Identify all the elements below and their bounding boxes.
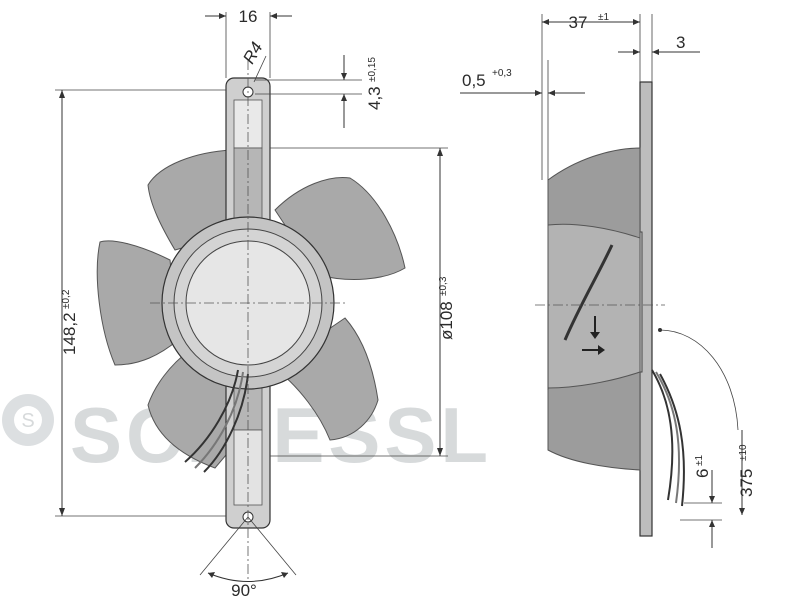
dim-wire-length-tol: ±10 [738, 444, 749, 461]
dim-width-top: 16 [205, 7, 292, 78]
dim-width-top-label: 16 [239, 7, 258, 26]
dim-gap-tol: +0,3 [492, 68, 512, 79]
dim-diameter-tol: ±0,3 [438, 276, 449, 296]
front-view: 16 R4 4,3 ±0,15 148,2 ± [55, 7, 456, 600]
dim-hole-offset-label: 4,3 [365, 86, 384, 110]
dim-radius: R4 [239, 39, 267, 83]
wire-bundle [184, 369, 249, 473]
rotation-arrow-icon [582, 316, 605, 355]
dim-angle-label: 90° [231, 581, 257, 600]
dim-angle: 90° [199, 516, 297, 600]
dim-wire-length: 375 ±10 [737, 430, 756, 515]
dim-wire-offset-tol: ±1 [694, 455, 705, 466]
dim-flange-label: 3 [676, 33, 685, 52]
dim-depth-label: 37 [569, 13, 588, 32]
dim-diameter: ø108 ±0,3 [270, 147, 456, 457]
dim-hole-offset-tol: ±0,15 [367, 57, 378, 82]
dim-diameter-label: ø108 [437, 301, 456, 340]
dim-depth: 37 ±1 [541, 12, 641, 180]
side-view: 37 ±1 3 0,5 +0,3 [460, 12, 756, 548]
side-wire-bundle [651, 369, 685, 507]
watermark: S SCHIESSL [2, 391, 492, 479]
dim-height-tol: ±0,2 [61, 289, 72, 309]
dim-hole-offset: 4,3 ±0,15 [255, 55, 384, 128]
dim-height-label: 148,2 [60, 312, 79, 355]
blade-left [96, 240, 179, 366]
watermark-logo-text: S [21, 410, 34, 432]
dim-depth-tol: ±1 [598, 12, 609, 23]
dim-wire-offset-label: 6 [693, 469, 712, 478]
dim-flange: 3 [618, 14, 700, 82]
dim-wire-length-label: 375 [737, 469, 756, 497]
watermark-text: SCHIESSL [70, 391, 492, 479]
dim-height: 148,2 ±0,2 [55, 89, 226, 517]
dim-wire-offset: 6 ±1 [680, 455, 722, 548]
dim-gap: 0,5 +0,3 [460, 60, 585, 180]
watermark-logo-icon: S [2, 394, 54, 446]
dim-gap-label: 0,5 [462, 71, 486, 90]
